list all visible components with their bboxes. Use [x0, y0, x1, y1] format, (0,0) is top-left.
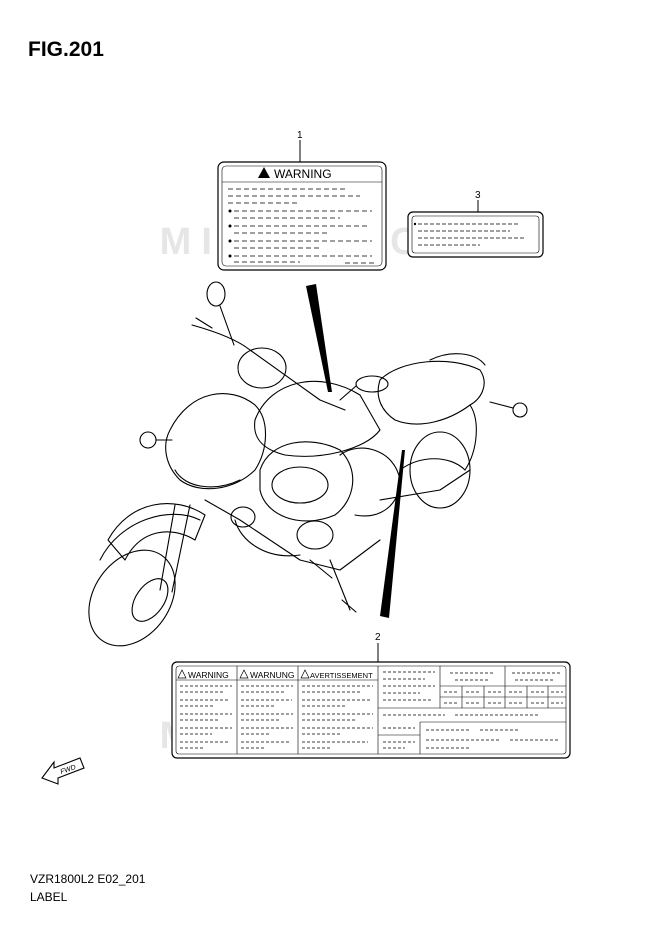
- model-code: VZR1800L2 E02_201: [30, 872, 146, 886]
- multi-label-heading-fr: AVERTISSEMENT: [310, 671, 373, 680]
- callout-3: 3: [475, 190, 481, 201]
- label-part-3[interactable]: [407, 200, 544, 258]
- section-name: LABEL: [30, 890, 68, 904]
- callout-2: 2: [375, 632, 381, 643]
- figure-title: FIG.201: [28, 38, 104, 61]
- motorcycle-illustration: [88, 281, 528, 647]
- leader-label-1: [306, 284, 332, 392]
- multi-label-heading-de: WARNUNG: [250, 670, 295, 680]
- callout-1: 1: [297, 130, 303, 141]
- warning-triangle-icon: [258, 167, 270, 178]
- multi-language-label-part-2[interactable]: WARNING WARNUNG AVERTISSEMENT: [171, 661, 571, 759]
- forward-direction-arrow: FWD: [41, 757, 85, 785]
- multi-label-heading-en: WARNING: [188, 670, 229, 680]
- warning-label-heading: WARNING: [274, 167, 332, 181]
- warning-label-part-1[interactable]: WARNING: [217, 140, 387, 271]
- leader-label-2: [380, 450, 405, 618]
